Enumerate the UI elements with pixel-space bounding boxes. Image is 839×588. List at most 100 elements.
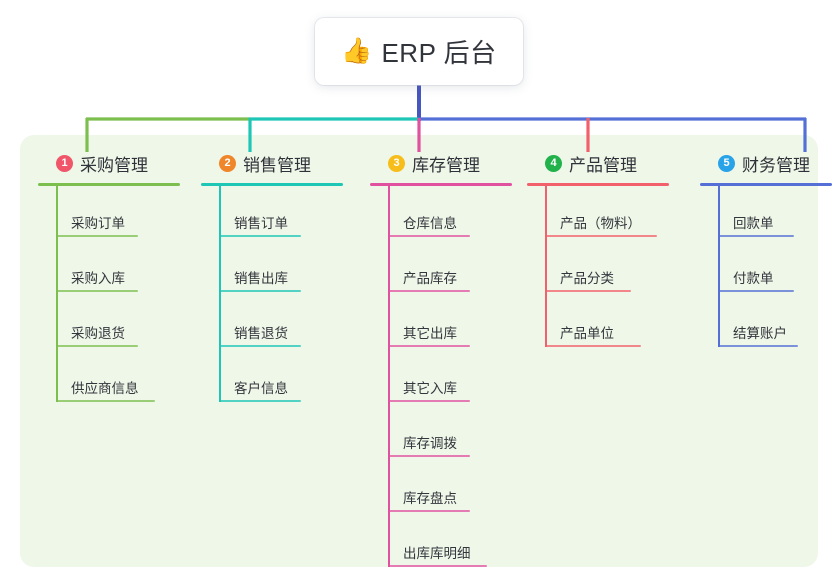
branch-header[interactable]: 3 库存管理 [370, 150, 530, 176]
branch-item[interactable]: 采购订单 [38, 186, 198, 241]
branch-item[interactable]: 结算账户 [700, 296, 839, 351]
branch-item-rule [718, 290, 794, 292]
branch-column-财务管理: 5 财务管理回款单付款单结算账户 [700, 150, 839, 351]
branch-header[interactable]: 5 财务管理 [700, 150, 839, 176]
branch-item-rule [56, 345, 138, 347]
branch-item-rule [56, 290, 138, 292]
branch-header-rule [700, 183, 832, 186]
branch-item-label: 产品单位 [560, 326, 614, 341]
branch-items: 回款单付款单结算账户 [700, 186, 839, 351]
branch-number-badge: 5 [718, 154, 735, 172]
branch-item-label: 其它入库 [403, 381, 457, 396]
branch-item-label: 其它出库 [403, 326, 457, 341]
branch-items: 产品（物料） 产品分类产品单位 [527, 186, 687, 351]
branch-item[interactable]: 采购退货 [38, 296, 198, 351]
branch-number-badge: 3 [388, 154, 405, 172]
branch-item[interactable]: 回款单 [700, 186, 839, 241]
branch-item[interactable]: 库存盘点 [370, 461, 530, 516]
branch-item[interactable]: 其它入库 [370, 351, 530, 406]
root-title: ERP 后台 [381, 38, 497, 68]
branch-item[interactable]: 库存调拨 [370, 406, 530, 461]
branch-title: 库存管理 [412, 155, 480, 175]
branch-item-label: 出库库明细 [403, 546, 471, 561]
branch-column-产品管理: 4 产品管理产品（物料） 产品分类产品单位 [527, 150, 687, 351]
branch-item-rule [545, 235, 657, 237]
branch-item[interactable]: 采购入库 [38, 241, 198, 296]
branch-item[interactable]: 销售订单 [201, 186, 361, 241]
branch-item[interactable]: 销售出库 [201, 241, 361, 296]
branch-item-label: 销售订单 [234, 216, 288, 231]
branch-item-rule [56, 400, 155, 402]
branch-item-rule [388, 400, 470, 402]
branch-item-label: 采购订单 [71, 216, 125, 231]
branch-title: 销售管理 [243, 155, 311, 175]
branch-item[interactable]: 出库库明细 [370, 516, 530, 571]
branch-title: 财务管理 [742, 155, 810, 175]
branch-item-label: 库存盘点 [403, 491, 457, 506]
branch-item-label: 采购入库 [71, 271, 125, 286]
branch-number-badge: 2 [219, 154, 236, 172]
branch-items: 仓库信息产品库存其它出库其它入库库存调拨库存盘点出库库明细 [370, 186, 530, 571]
branch-item-label: 客户信息 [234, 381, 288, 396]
branch-item-label: 结算账户 [733, 326, 787, 341]
branch-item-rule [219, 235, 301, 237]
branch-item-label: 产品库存 [403, 271, 457, 286]
branch-item[interactable]: 其它出库 [370, 296, 530, 351]
branch-item[interactable]: 销售退货 [201, 296, 361, 351]
branch-header[interactable]: 4 产品管理 [527, 150, 687, 176]
branch-item[interactable]: 客户信息 [201, 351, 361, 406]
branch-item-label: 付款单 [733, 271, 774, 286]
branch-item-rule [388, 565, 487, 567]
branch-title: 产品管理 [569, 155, 637, 175]
branch-column-库存管理: 3 库存管理仓库信息产品库存其它出库其它入库库存调拨库存盘点出库库明细 [370, 150, 530, 571]
branch-item-rule [388, 235, 470, 237]
branch-spine [56, 186, 58, 402]
branch-spine [388, 186, 390, 567]
branch-header-rule [370, 183, 512, 186]
branch-item-label: 仓库信息 [403, 216, 457, 231]
branch-item[interactable]: 产品分类 [527, 241, 687, 296]
branch-item-rule [56, 235, 138, 237]
branch-spine [718, 186, 720, 347]
branch-item-rule [388, 455, 470, 457]
branch-item-label: 采购退货 [71, 326, 125, 341]
branch-item-label: 供应商信息 [71, 381, 139, 396]
branch-item-label: 销售退货 [234, 326, 288, 341]
branch-number-badge: 4 [545, 154, 562, 172]
branch-item[interactable]: 仓库信息 [370, 186, 530, 241]
connector-lines [85, 85, 807, 152]
branch-header-rule [527, 183, 669, 186]
branch-item-rule [545, 345, 641, 347]
branch-item[interactable]: 付款单 [700, 241, 839, 296]
branch-item-label: 库存调拨 [403, 436, 457, 451]
branch-item[interactable]: 供应商信息 [38, 351, 198, 406]
branch-item[interactable]: 产品库存 [370, 241, 530, 296]
branch-item-rule [388, 290, 470, 292]
branch-title: 采购管理 [80, 155, 148, 175]
branch-item-label: 销售出库 [234, 271, 288, 286]
branch-header[interactable]: 2 销售管理 [201, 150, 361, 176]
branches-panel [20, 135, 818, 567]
branch-item-label: 产品分类 [560, 271, 614, 286]
branch-column-采购管理: 1 采购管理采购订单采购入库采购退货供应商信息 [38, 150, 198, 406]
branch-header[interactable]: 1 采购管理 [38, 150, 198, 176]
branch-item[interactable]: 产品单位 [527, 296, 687, 351]
branch-item-rule [545, 290, 631, 292]
branch-number-badge: 1 [56, 154, 73, 172]
branch-spine [219, 186, 221, 402]
branch-item-label: 产品（物料） [560, 216, 641, 231]
branch-item-rule [219, 345, 301, 347]
branch-spine [545, 186, 547, 347]
thumbs-up-icon: 👍 [341, 37, 373, 65]
branch-item-rule [718, 345, 798, 347]
branch-column-销售管理: 2 销售管理销售订单销售出库销售退货客户信息 [201, 150, 361, 406]
branch-item[interactable]: 产品（物料） [527, 186, 687, 241]
branch-item-rule [388, 345, 470, 347]
branch-item-label: 回款单 [733, 216, 774, 231]
branch-header-rule [38, 183, 180, 186]
branch-item-rule [219, 400, 301, 402]
branch-item-rule [388, 510, 470, 512]
branch-items: 销售订单销售出库销售退货客户信息 [201, 186, 361, 406]
root-node[interactable]: 👍 ERP 后台 [315, 18, 523, 85]
